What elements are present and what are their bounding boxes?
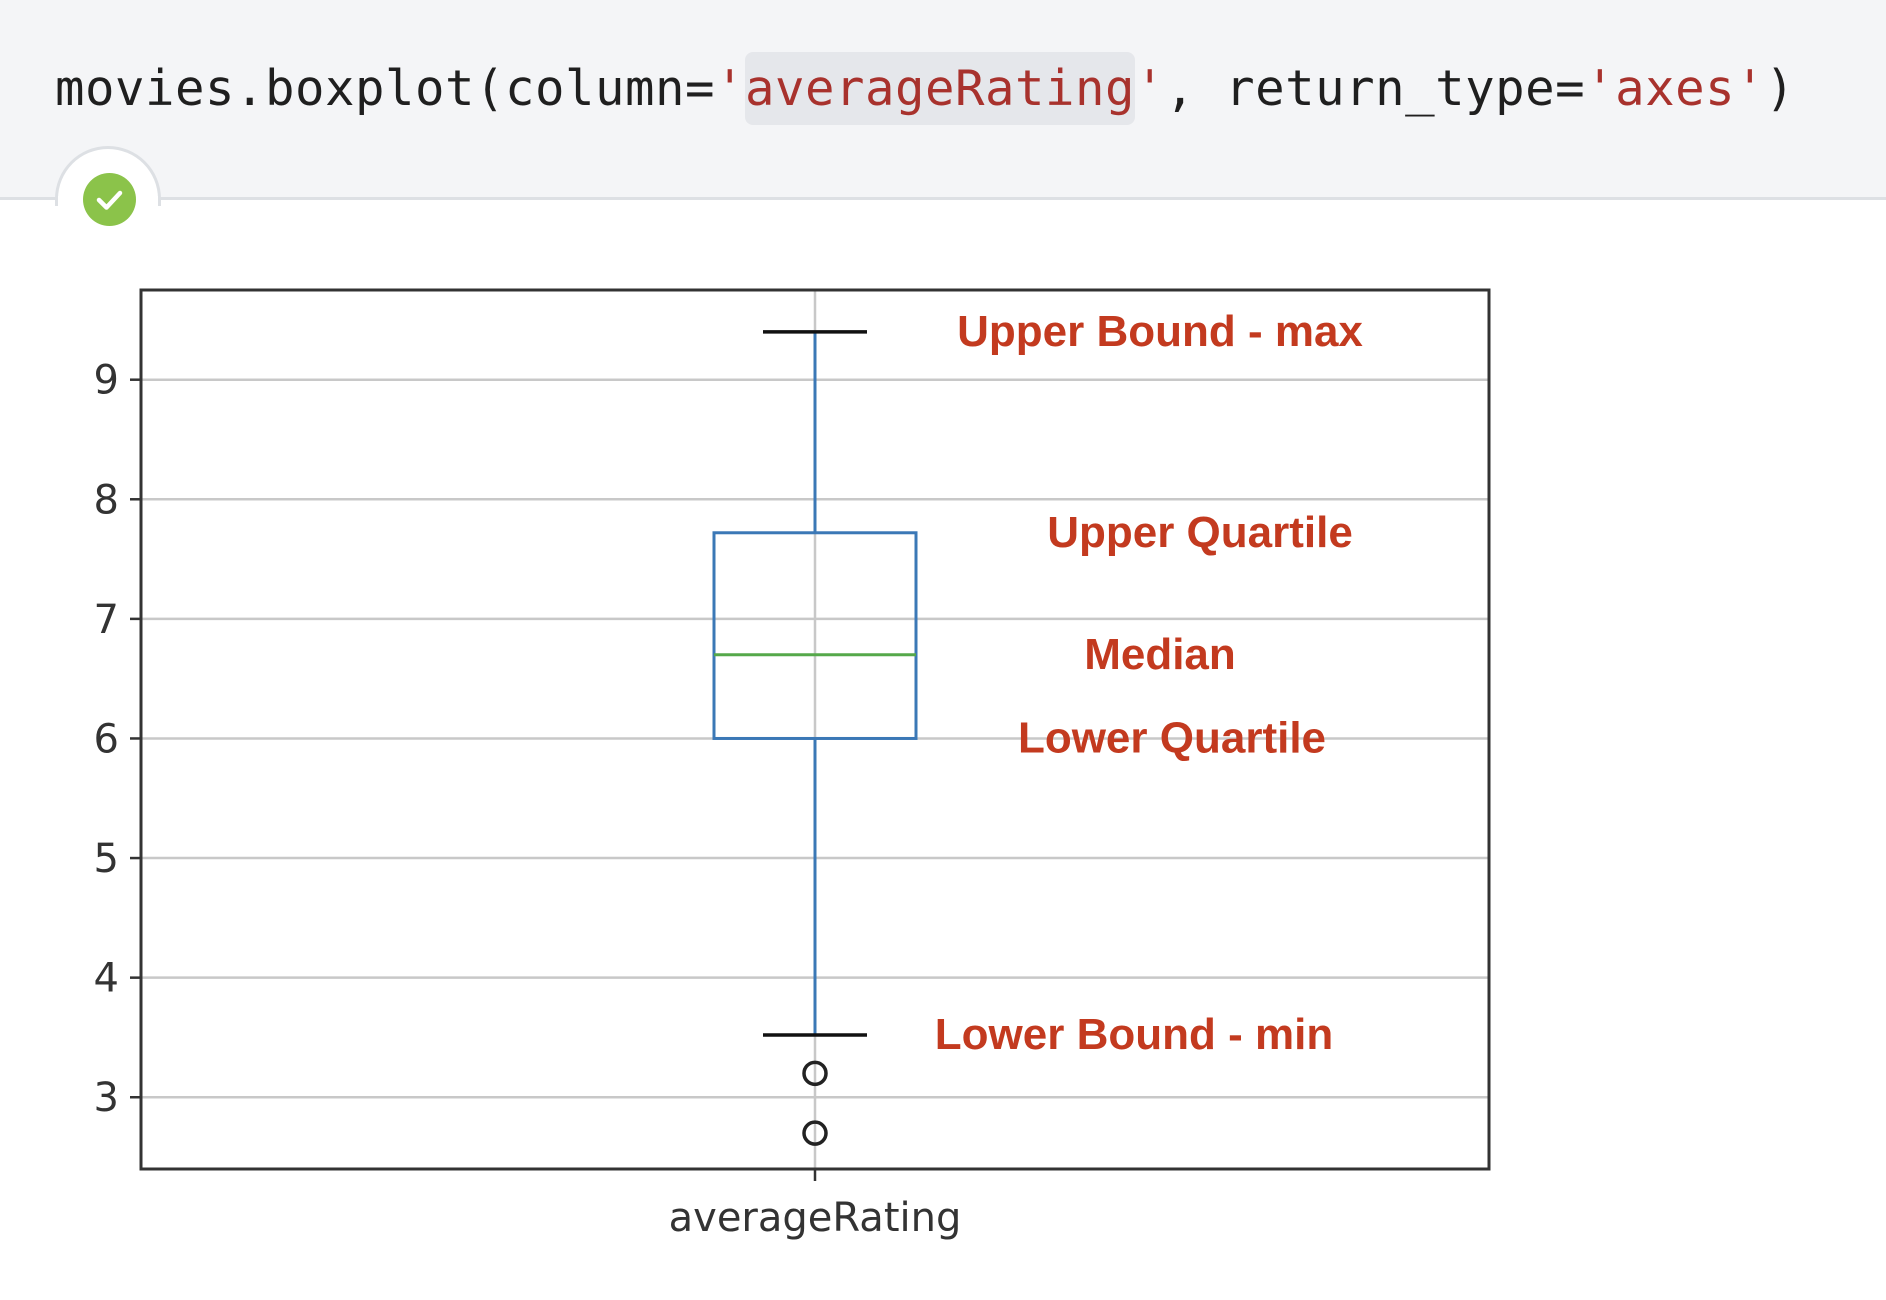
code-suffix: ) — [1765, 60, 1796, 117]
box-iqr — [712, 531, 918, 740]
code-quote-open: ' — [715, 60, 746, 117]
y-tick-label-3: 3 — [94, 1075, 119, 1121]
code-separator: , return_type= — [1165, 60, 1586, 117]
y-tick-label-4: 4 — [94, 956, 119, 1002]
code-arg-return-type: 'axes' — [1585, 60, 1766, 117]
y-tick-label-6: 6 — [94, 716, 119, 762]
annotation-2: Median — [1084, 630, 1236, 679]
axis-layer: 3 4 5 6 7 8 9 averageRating — [94, 288, 1491, 1241]
annotation-3: Lower Quartile — [1018, 713, 1326, 762]
code-prefix: movies.boxplot(column= — [55, 60, 716, 117]
y-tick-label-8: 8 — [94, 477, 119, 523]
x-category-label: averageRating — [669, 1195, 962, 1241]
outlier-point-0 — [802, 1060, 828, 1087]
code-line[interactable]: movies.boxplot(column='averageRating', r… — [55, 52, 1796, 125]
code-cell[interactable]: movies.boxplot(column='averageRating', r… — [0, 0, 1886, 200]
annotation-0: Upper Bound - max — [957, 307, 1363, 356]
code-arg-column: averageRating — [745, 52, 1136, 125]
annotation-1: Upper Quartile — [1047, 508, 1353, 557]
code-quote-close: ' — [1135, 60, 1166, 117]
y-tick-label-9: 9 — [94, 358, 119, 404]
annotation-4: Lower Bound - min — [935, 1010, 1333, 1059]
outlier-point-1 — [802, 1120, 828, 1146]
check-circle-icon — [83, 173, 136, 226]
box-layer — [712, 330, 918, 1146]
y-tick-label-7: 7 — [94, 597, 119, 643]
y-tick-label-5: 5 — [94, 836, 119, 882]
